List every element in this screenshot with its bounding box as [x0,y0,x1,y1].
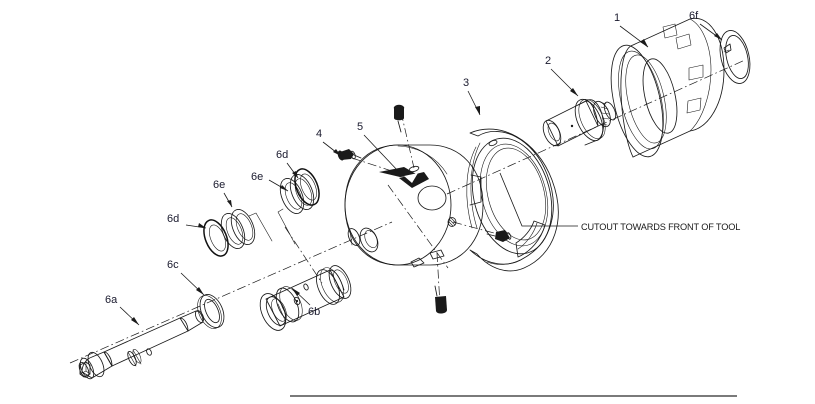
callout-label-5: 5 [357,121,363,133]
screw-hole-side [447,216,457,227]
axis-main-left [69,221,393,364]
callout-label-6c: 6c [167,259,179,271]
callout-label-6e-upper: 6e [251,171,263,183]
main-hammer-case-body [344,144,484,268]
part-4-pin [337,149,362,161]
axis-screw-bottom [436,252,441,306]
screw-hole-bottom [429,249,445,260]
part-6b-hammer-sleeve [259,265,352,331]
annotation-cutout-front-of-tool: CUTOUT TOWARDS FRONT OF TOOL [581,222,740,232]
part-6f-retaining-ring [719,30,751,84]
screw-hole-top [408,165,420,173]
axis-ring-group-lower [284,226,323,284]
callout-label-2: 2 [545,55,551,67]
part-group-rings-upper [277,168,320,245]
callout-label-6f: 6f [689,10,699,22]
callout-label-6b: 6b [308,306,320,318]
part-1-retaining-collar [610,17,725,158]
axis-screw-side [452,221,506,237]
part-2-spindle-assembly [542,98,617,147]
part-group-rings-lower [203,209,273,257]
callout-label-3: 3 [463,77,469,89]
callout-label-1: 1 [614,12,620,24]
callout-labels: 1 2 3 4 5 6f 6d 6e 6e 6d 6c 6b 6a [105,10,699,318]
axis-screw-top [400,111,415,169]
axis-main-right [446,59,746,195]
screw-top [393,104,405,133]
part-3-bezel-ring [466,128,559,272]
axis-ring-group-upper [387,184,449,269]
callout-label-4: 4 [316,128,322,140]
part-6c-washer [197,294,225,329]
callout-label-6e-lower: 6e [213,179,225,191]
callout-label-6d-upper: 6d [276,149,288,161]
part-6a-anvil-shaft [78,310,205,380]
screw-bottom [434,285,447,314]
callout-leader-lines [119,23,723,326]
callout-label-6a: 6a [105,294,118,306]
callout-label-6d-lower: 6d [167,213,179,225]
